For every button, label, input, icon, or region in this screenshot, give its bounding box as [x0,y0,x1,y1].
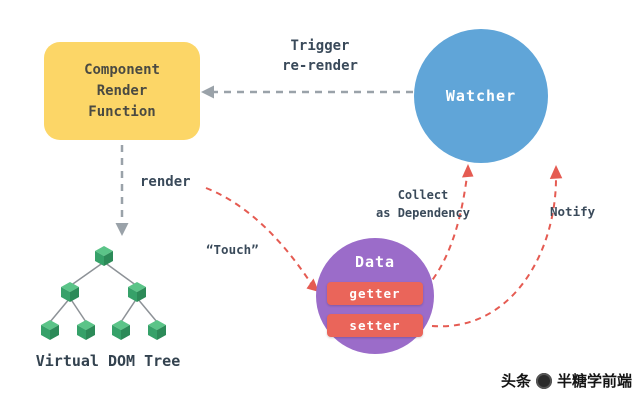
tree-edges [49,261,158,323]
watcher-label: Watcher [445,87,517,105]
tree-node-icon [61,282,79,302]
tree-node-icon [112,320,130,340]
tree-node-icon [77,320,95,340]
virtual-dom-tree-label: Virtual DOM Tree [35,352,181,370]
author-avatar-icon [535,372,552,389]
touch-getter-arrow [205,187,319,292]
data-label: Data [354,253,396,271]
virtual-dom-tree [41,246,166,340]
touch-label: “Touch” [206,242,259,257]
watcher-node: Watcher [414,29,548,163]
tree-node-icon [41,320,59,340]
data-node: Data getter setter [316,238,434,354]
component-render-function-node: Component Render Function [44,42,200,140]
tree-node-icon [128,282,146,302]
trigger-rerender-label: Trigger re-render [282,38,358,75]
setter-pill: setter [327,314,423,337]
watermark-site-label: 头条 [500,372,531,390]
render-arrow [115,145,129,236]
watermark: 头条 半糖学前端 [501,370,632,391]
trigger-rerender-arrow [201,85,413,99]
getter-pill: getter [327,282,423,305]
tree-node-icon [148,320,166,340]
tree-node-icon [95,246,113,266]
render-label: render [140,174,191,190]
collect-as-dependency-label: Collect as Dependency [376,188,470,220]
notify-label: Notify [550,204,596,219]
watermark-handle-label: 半糖学前端 [556,372,632,390]
